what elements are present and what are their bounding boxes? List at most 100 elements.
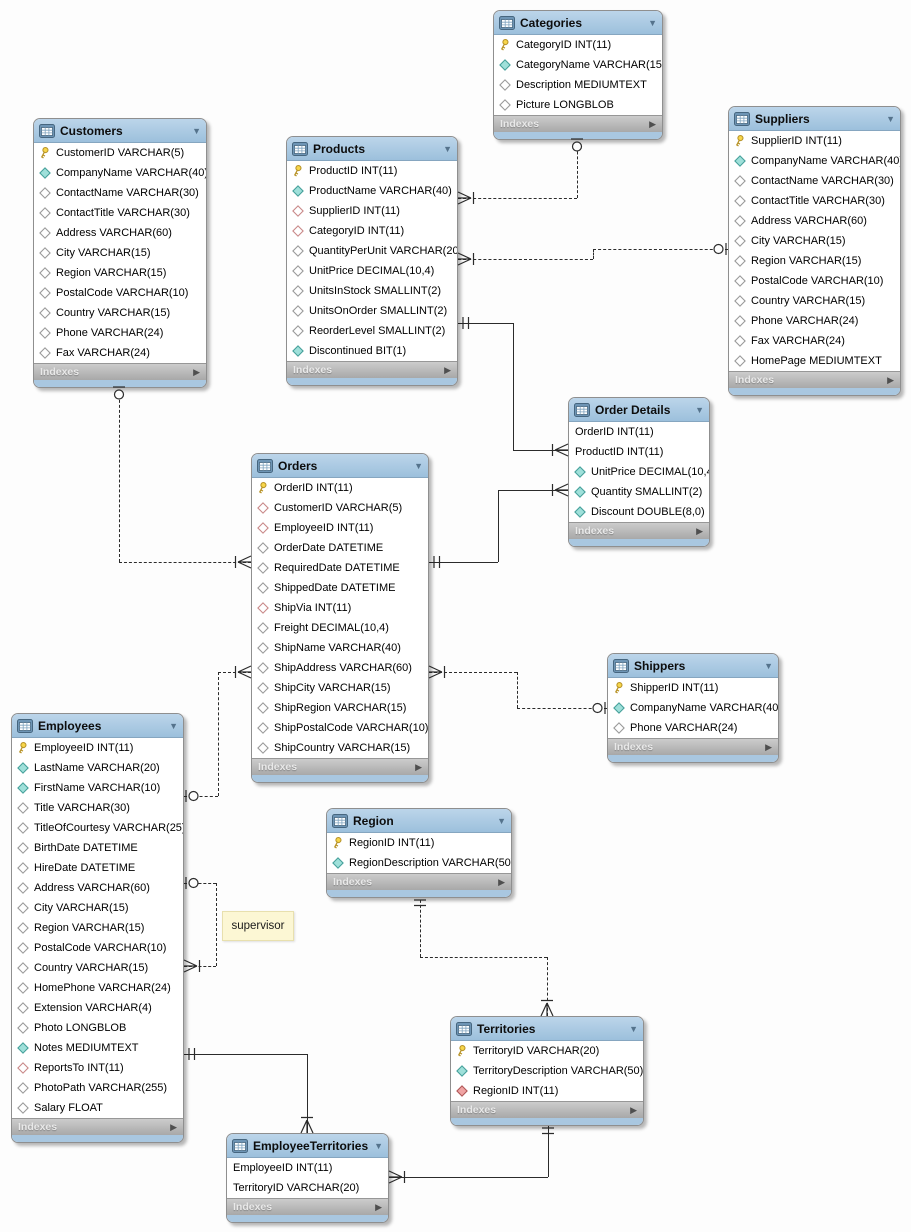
collapse-arrow-icon[interactable]: ▼ <box>414 460 423 471</box>
column-row[interactable]: UnitsOnOrder SMALLINT(2) <box>287 301 457 321</box>
table-header[interactable]: Region▼ <box>327 809 511 833</box>
column-row[interactable]: Address VARCHAR(60) <box>34 223 206 243</box>
expand-arrow-icon[interactable]: ▶ <box>415 761 422 772</box>
collapse-arrow-icon[interactable]: ▼ <box>192 125 201 136</box>
relationship-orders-orderdetails[interactable] <box>498 490 499 562</box>
column-row[interactable]: CustomerID VARCHAR(5) <box>34 143 206 163</box>
table-header[interactable]: Territories▼ <box>451 1017 643 1041</box>
column-row[interactable]: EmployeeID INT(11) <box>252 518 428 538</box>
column-row[interactable]: CompanyName VARCHAR(40) <box>608 698 778 718</box>
indexes-bar[interactable]: Indexes▶ <box>34 363 206 380</box>
column-row[interactable]: ProductID INT(11) <box>287 161 457 181</box>
table-territories[interactable]: Territories▼TerritoryID VARCHAR(20)Terri… <box>450 1016 644 1126</box>
column-row[interactable]: HomePage MEDIUMTEXT <box>729 351 900 371</box>
table-customers[interactable]: Customers▼CustomerID VARCHAR(5)CompanyNa… <box>33 118 207 388</box>
column-row[interactable]: Country VARCHAR(15) <box>34 303 206 323</box>
column-row[interactable]: RequiredDate DATETIME <box>252 558 428 578</box>
column-row[interactable]: TitleOfCourtesy VARCHAR(25) <box>12 818 183 838</box>
indexes-bar[interactable]: Indexes▶ <box>252 758 428 775</box>
expand-arrow-icon[interactable]: ▶ <box>444 364 451 375</box>
column-row[interactable]: Notes MEDIUMTEXT <box>12 1038 183 1058</box>
column-row[interactable]: ContactName VARCHAR(30) <box>34 183 206 203</box>
relationship-territories-employeeterritories[interactable] <box>548 1123 549 1177</box>
collapse-arrow-icon[interactable]: ▼ <box>443 143 452 154</box>
expand-arrow-icon[interactable]: ▶ <box>649 118 656 129</box>
relationship-suppliers-products[interactable] <box>593 249 728 250</box>
table-header[interactable]: Products▼ <box>287 137 457 161</box>
expand-arrow-icon[interactable]: ▶ <box>170 1121 177 1132</box>
column-row[interactable]: OrderID INT(11) <box>569 422 709 442</box>
column-row[interactable]: Discontinued BIT(1) <box>287 341 457 361</box>
relationship-categories-products[interactable] <box>577 137 578 198</box>
column-row[interactable]: ShippedDate DATETIME <box>252 578 428 598</box>
column-row[interactable]: CategoryID INT(11) <box>494 35 662 55</box>
column-row[interactable]: PostalCode VARCHAR(10) <box>729 271 900 291</box>
column-row[interactable]: Address VARCHAR(60) <box>12 878 183 898</box>
expand-arrow-icon[interactable]: ▶ <box>498 876 505 887</box>
relationship-caption[interactable]: supervisor <box>222 911 294 941</box>
relationship-orders-orderdetails[interactable] <box>498 490 568 491</box>
table-header[interactable]: Suppliers▼ <box>729 107 900 131</box>
column-row[interactable]: Discount DOUBLE(8,0) <box>569 502 709 522</box>
column-row[interactable]: HireDate DATETIME <box>12 858 183 878</box>
relationship-employees-orders[interactable] <box>218 672 219 796</box>
column-row[interactable]: RegionID INT(11) <box>451 1081 643 1101</box>
column-row[interactable]: Phone VARCHAR(24) <box>34 323 206 343</box>
column-row[interactable]: UnitPrice DECIMAL(10,4) <box>569 462 709 482</box>
relationship-products-orderdetails[interactable] <box>513 450 568 451</box>
indexes-bar[interactable]: Indexes▶ <box>494 115 662 132</box>
indexes-bar[interactable]: Indexes▶ <box>227 1198 388 1215</box>
column-row[interactable]: Phone VARCHAR(24) <box>608 718 778 738</box>
table-suppliers[interactable]: Suppliers▼SupplierID INT(11)CompanyName … <box>728 106 901 396</box>
table-orders[interactable]: Orders▼OrderID INT(11)CustomerID VARCHAR… <box>251 453 429 783</box>
column-row[interactable]: TerritoryID VARCHAR(20) <box>227 1178 388 1198</box>
collapse-arrow-icon[interactable]: ▼ <box>764 660 773 671</box>
relationship-categories-products[interactable] <box>458 198 577 199</box>
column-row[interactable]: ShipperID INT(11) <box>608 678 778 698</box>
column-row[interactable]: Quantity SMALLINT(2) <box>569 482 709 502</box>
table-employeeterritories[interactable]: EmployeeTerritories▼EmployeeID INT(11)Te… <box>226 1133 389 1223</box>
relationship-employees-supervisor-self[interactable] <box>184 966 216 967</box>
indexes-bar[interactable]: Indexes▶ <box>729 371 900 388</box>
relationship-region-territories[interactable] <box>420 957 547 958</box>
column-row[interactable]: Country VARCHAR(15) <box>729 291 900 311</box>
column-row[interactable]: ReorderLevel SMALLINT(2) <box>287 321 457 341</box>
column-row[interactable]: SupplierID INT(11) <box>287 201 457 221</box>
expand-arrow-icon[interactable]: ▶ <box>193 366 200 377</box>
indexes-bar[interactable]: Indexes▶ <box>608 738 778 755</box>
column-row[interactable]: QuantityPerUnit VARCHAR(20) <box>287 241 457 261</box>
column-row[interactable]: Fax VARCHAR(24) <box>34 343 206 363</box>
column-row[interactable]: Country VARCHAR(15) <box>12 958 183 978</box>
indexes-bar[interactable]: Indexes▶ <box>327 873 511 890</box>
column-row[interactable]: OrderDate DATETIME <box>252 538 428 558</box>
column-row[interactable]: ContactTitle VARCHAR(30) <box>34 203 206 223</box>
column-row[interactable]: TerritoryID VARCHAR(20) <box>451 1041 643 1061</box>
column-row[interactable]: TerritoryDescription VARCHAR(50) <box>451 1061 643 1081</box>
column-row[interactable]: CustomerID VARCHAR(5) <box>252 498 428 518</box>
relationship-employees-supervisor-self[interactable] <box>216 883 217 966</box>
expand-arrow-icon[interactable]: ▶ <box>887 374 894 385</box>
column-row[interactable]: City VARCHAR(15) <box>729 231 900 251</box>
column-row[interactable]: EmployeeID INT(11) <box>12 738 183 758</box>
column-row[interactable]: City VARCHAR(15) <box>12 898 183 918</box>
column-row[interactable]: RegionDescription VARCHAR(50) <box>327 853 511 873</box>
relationship-orders-orderdetails[interactable] <box>429 562 498 563</box>
relationship-employees-employeeterritories[interactable] <box>184 1054 307 1055</box>
collapse-arrow-icon[interactable]: ▼ <box>695 404 704 415</box>
column-row[interactable]: Address VARCHAR(60) <box>729 211 900 231</box>
column-row[interactable]: Fax VARCHAR(24) <box>729 331 900 351</box>
collapse-arrow-icon[interactable]: ▼ <box>648 17 657 28</box>
column-row[interactable]: ContactName VARCHAR(30) <box>729 171 900 191</box>
column-row[interactable]: Photo LONGBLOB <box>12 1018 183 1038</box>
column-row[interactable]: HomePhone VARCHAR(24) <box>12 978 183 998</box>
column-row[interactable]: ShipRegion VARCHAR(15) <box>252 698 428 718</box>
column-row[interactable]: EmployeeID INT(11) <box>227 1158 388 1178</box>
column-row[interactable]: City VARCHAR(15) <box>34 243 206 263</box>
expand-arrow-icon[interactable]: ▶ <box>630 1104 637 1115</box>
column-row[interactable]: Extension VARCHAR(4) <box>12 998 183 1018</box>
table-header[interactable]: Customers▼ <box>34 119 206 143</box>
collapse-arrow-icon[interactable]: ▼ <box>629 1023 638 1034</box>
column-row[interactable]: Phone VARCHAR(24) <box>729 311 900 331</box>
column-row[interactable]: CategoryName VARCHAR(15) <box>494 55 662 75</box>
table-products[interactable]: Products▼ProductID INT(11)ProductName VA… <box>286 136 458 386</box>
